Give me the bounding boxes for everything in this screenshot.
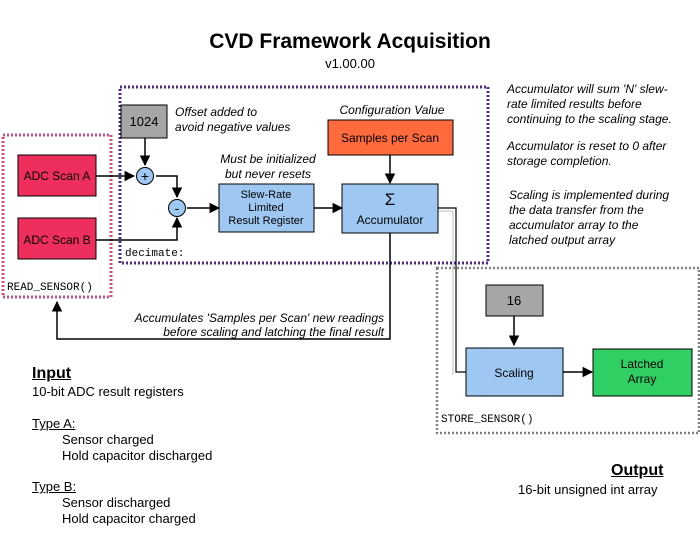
feedback-note-line2: before scaling and latching the final re… [163,325,384,339]
connections [51,138,594,378]
init-note-line2: but never resets [225,167,311,181]
scale-value-block: 16 [485,284,544,317]
scaling-note-line3: accumulator array to the [509,218,639,232]
adc-scan-a-label: ADC Scan A [24,169,91,183]
adc-scan-a-block: ADC Scan A [17,154,97,197]
read-sensor-region [1,133,113,299]
slew-rate-label-line2: Limited [248,202,283,214]
plus-to-minus-arrow [156,175,183,199]
sigma-symbol: Σ [385,190,396,209]
accumulator-label: Accumulator [357,213,424,227]
right-notes: Accumulator will sum 'N' slew- rate limi… [506,82,672,247]
samples-per-scan-block: Samples per Scan [327,119,454,156]
slew-rate-label-line3: Result Register [228,215,304,227]
scaling-note-line4: latched output array [509,233,616,247]
init-note-line1: Must be initialized [220,152,316,166]
plus-symbol: + [141,168,149,184]
adc-b-to-minus-arrow [96,216,183,241]
accumulator-reset-note-line2: storage completion. [507,154,612,168]
minus-symbol: - [175,200,180,216]
scale-value: 16 [507,293,521,308]
samples-per-scan-label: Samples per Scan [341,131,439,145]
init-note: Must be initialized but never resets [220,152,316,181]
slew-rate-register-block: Slew-Rate Limited Result Register [218,183,315,233]
store-sensor-region [435,266,700,435]
slew-rate-label-line1: Slew-Rate [241,189,292,201]
accumulator-sum-note-line3: continuing to the scaling stage. [507,112,672,126]
read-sensor-label: READ_SENSOR() [7,282,93,294]
accumulator-reset-note-line1: Accumulator is reset to 0 after [506,139,667,153]
latched-array-label-line1: Latched [621,357,664,371]
decimate-region [118,85,490,265]
configuration-value-note: Configuration Value [340,103,445,117]
store-sensor-label: STORE_SENSOR() [441,414,533,426]
offset-value: 1024 [130,114,159,129]
plus-junction: + [136,167,154,185]
scaling-note-line1: Scaling is implemented during [509,188,669,202]
scaling-label: Scaling [494,366,533,380]
accumulator-block: Σ Accumulator [341,183,439,234]
adc-scan-b-label: ADC Scan B [23,233,90,247]
scaling-block: Scaling [465,347,564,397]
feedback-note-line1: Accumulates 'Samples per Scan' new readi… [134,311,384,325]
minus-junction: - [168,199,186,217]
decimate-label: decimate: [125,248,184,260]
feedback-note: Accumulates 'Samples per Scan' new readi… [134,311,385,339]
accumulator-to-scaling-connector [438,207,466,373]
accumulator-sum-note-line2: rate limited results before [507,97,642,111]
latched-array-block: Latched Array [592,348,693,397]
offset-note: Offset added to avoid negative values [175,105,290,134]
scaling-note-line2: the data transfer from the [509,203,644,217]
offset-value-block: 1024 [120,104,168,139]
connector-shadow [438,210,454,375]
offset-note-line2: avoid negative values [175,120,290,134]
offset-note-line1: Offset added to [175,105,257,119]
latched-array-label-line2: Array [628,372,657,386]
accumulator-sum-note-line1: Accumulator will sum 'N' slew- [506,82,668,96]
adc-scan-b-block: ADC Scan B [17,217,97,260]
feedback-arrow [51,233,391,340]
